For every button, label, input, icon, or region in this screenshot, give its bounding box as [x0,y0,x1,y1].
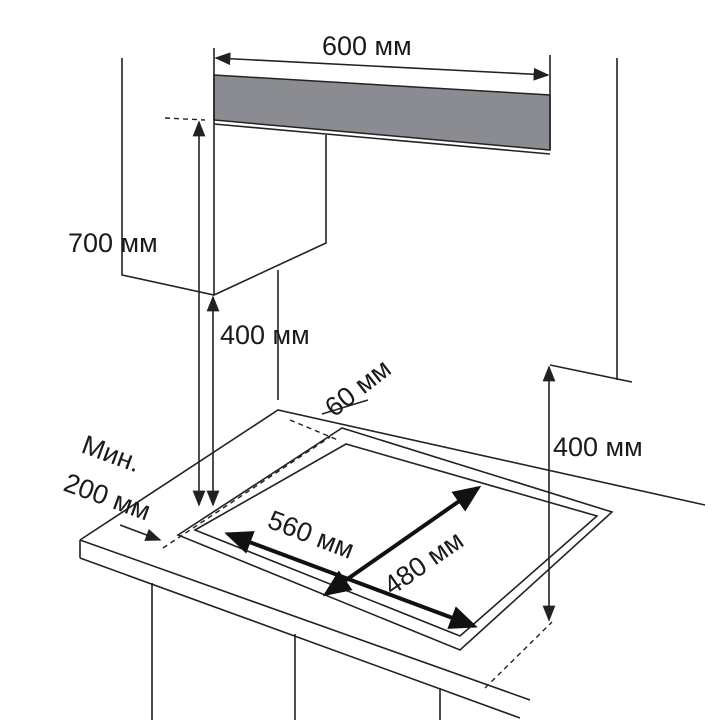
left-cabinet-height-label: 400 мм [220,320,310,350]
cooker-hood [213,74,551,155]
right-cabinet-height-label: 400 мм [553,432,643,462]
min-side-dimension [119,524,162,541]
cutout-depth-label: 480 мм [378,525,469,601]
cutout-outline [162,419,553,689]
back-gap-label: 60 мм [319,353,396,423]
hood-height-label: 700 мм [68,228,158,258]
cutout-width-label: 560 мм [264,505,358,565]
right-wall-cabinet [549,58,633,383]
min-side-label-1: Мин. [78,429,145,478]
cutout-depth-arrow [322,485,482,597]
hood-width-dimension [214,52,550,81]
min-side-label-2: 200 мм [60,467,155,526]
hood-width-label: 600 мм [322,31,412,61]
left-wall-cabinet [121,58,327,400]
back-gap-dimension [321,399,369,415]
hood-height-reference [164,117,206,121]
